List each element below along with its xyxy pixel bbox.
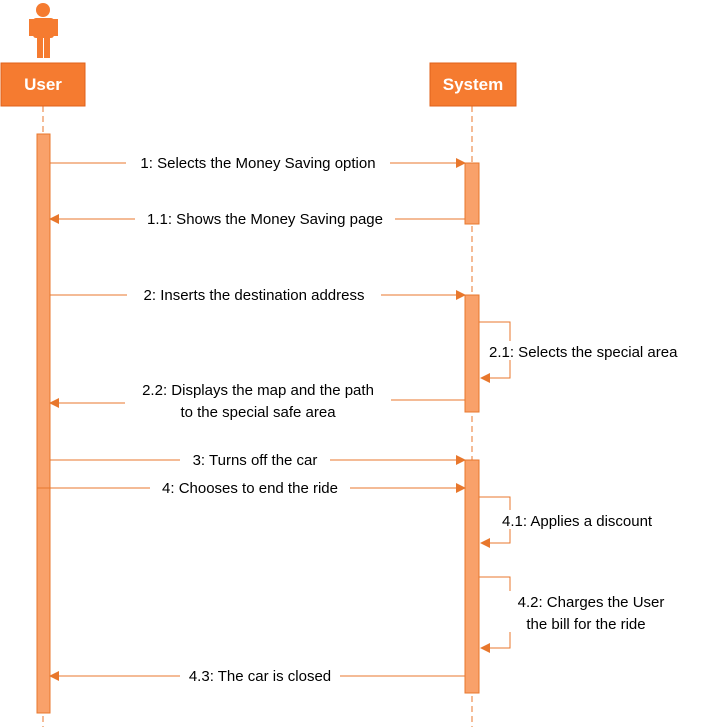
message-1-1-label: 1.1: Shows the Money Saving page bbox=[147, 211, 383, 228]
message-1-1: 1.1: Shows the Money Saving page bbox=[49, 208, 465, 228]
message-4-3: 4.3: The car is closed bbox=[49, 665, 465, 685]
message-2-label: 2: Inserts the destination address bbox=[144, 287, 365, 304]
message-3: 3: Turns off the car bbox=[50, 449, 466, 469]
message-4-1-label: 4.1: Applies a discount bbox=[502, 513, 653, 530]
message-4-2-label-line-1: 4.2: Charges the User bbox=[518, 594, 665, 611]
message-4-2-label-line-2: the bill for the ride bbox=[526, 616, 645, 633]
message-4-label: 4: Chooses to end the ride bbox=[162, 480, 338, 497]
message-2-2: 2.2: Displays the map and the path to th… bbox=[49, 379, 465, 421]
user-actor-icon bbox=[29, 3, 58, 58]
message-2-1-label: 2.1: Selects the special area bbox=[489, 344, 678, 361]
system-activation-1 bbox=[464, 162, 480, 225]
system-activation-3 bbox=[464, 459, 480, 694]
message-2-2-label-line-1: 2.2: Displays the map and the path bbox=[142, 382, 374, 399]
message-1: 1: Selects the Money Saving option bbox=[50, 152, 466, 172]
message-4-1: 4.1: Applies a discount bbox=[479, 496, 675, 548]
message-4: 4: Chooses to end the ride bbox=[37, 477, 466, 497]
user-header-label: User bbox=[24, 75, 62, 94]
message-4-3-label: 4.3: The car is closed bbox=[189, 668, 331, 685]
message-1-label: 1: Selects the Money Saving option bbox=[140, 155, 375, 172]
message-2: 2: Inserts the destination address bbox=[50, 284, 466, 304]
system-header-label: System bbox=[443, 75, 503, 94]
message-2-2-label-line-2: to the special safe area bbox=[180, 404, 336, 421]
user-header: User bbox=[0, 62, 86, 107]
message-2-1: 2.1: Selects the special area bbox=[479, 321, 697, 383]
user-activation bbox=[36, 133, 51, 714]
message-4-2: 4.2: Charges the User the bill for the r… bbox=[479, 576, 678, 653]
system-activation-2 bbox=[464, 294, 480, 413]
system-header: System bbox=[429, 62, 517, 107]
message-3-label: 3: Turns off the car bbox=[193, 452, 318, 469]
